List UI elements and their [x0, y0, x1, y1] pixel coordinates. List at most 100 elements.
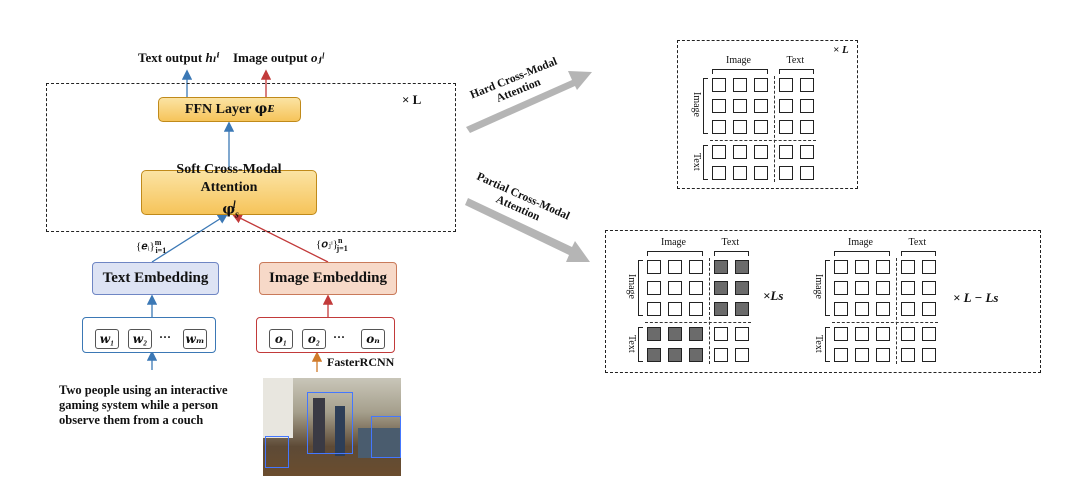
- attention-cell: [735, 348, 749, 362]
- attention-cell: [922, 327, 936, 341]
- attention-cell: [834, 260, 848, 274]
- attention-cell: [668, 260, 682, 274]
- masked-cell: [647, 348, 661, 362]
- attention-cell: [876, 302, 890, 316]
- image-column-label: Image: [848, 237, 873, 248]
- attention-cell: [754, 120, 768, 134]
- attention-cell: [668, 281, 682, 295]
- modality-divider-vertical: [708, 258, 710, 364]
- image-row-label: Image: [691, 92, 702, 117]
- attention-cell: [876, 327, 890, 341]
- image-column-bracket: [712, 69, 768, 74]
- attention-cell: [901, 281, 915, 295]
- modality-divider-horizontal: [645, 321, 751, 323]
- text-column-label: Text: [721, 237, 740, 248]
- attention-cell: [800, 99, 814, 113]
- image-token-ellipsis: ···: [333, 330, 346, 344]
- attention-cell: [735, 327, 749, 341]
- attention-cell: [922, 260, 936, 274]
- input-caption: Two people using an interactive gaming s…: [59, 383, 228, 427]
- attention-cell: [834, 348, 848, 362]
- modality-divider-vertical: [895, 258, 897, 364]
- text-column-bracket: [779, 69, 814, 74]
- attention-cell: [901, 260, 915, 274]
- text-token: 𝒘ₘ: [183, 329, 207, 349]
- image-embedding-box: Image Embedding: [259, 262, 397, 295]
- image-row-bracket: [825, 260, 830, 316]
- attention-cell: [779, 145, 793, 159]
- text-column-bracket: [901, 251, 936, 256]
- attention-cell: [712, 120, 726, 134]
- attention-cell: [922, 302, 936, 316]
- attention-cell: [876, 260, 890, 274]
- attention-cell: [834, 327, 848, 341]
- text-row-bracket: [703, 145, 708, 180]
- attention-cell: [647, 281, 661, 295]
- image-embedding-set-label: {𝒐ⱼᶦ}nj=1: [316, 236, 348, 253]
- masked-cell: [668, 348, 682, 362]
- attention-cell: [754, 78, 768, 92]
- attention-cell: [800, 145, 814, 159]
- attention-cell: [855, 260, 869, 274]
- image-token: 𝒐₁: [269, 329, 293, 349]
- attention-cell: [876, 348, 890, 362]
- image-output-label: Image output oⱼˡ: [233, 50, 324, 65]
- masked-cell: [689, 327, 703, 341]
- attention-cell: [712, 145, 726, 159]
- masked-cell: [735, 260, 749, 274]
- input-photo: [263, 378, 401, 476]
- image-row-bracket: [638, 260, 643, 316]
- attention-cell: [712, 99, 726, 113]
- attention-cell: [714, 327, 728, 341]
- attention-cell: [754, 99, 768, 113]
- partial-repeat-label-1: ×Ls: [763, 288, 784, 303]
- partial-attention-frame: [605, 230, 1041, 373]
- attention-cell: [647, 302, 661, 316]
- hard-repeat-label: × L: [833, 44, 849, 56]
- attention-cell: [834, 281, 848, 295]
- detector-label: FasterRCNN: [327, 355, 395, 369]
- masked-cell: [714, 260, 728, 274]
- text-output-label: Text output hₗⁱ: [138, 50, 220, 65]
- attention-cell: [733, 78, 747, 92]
- image-row-bracket: [703, 78, 708, 134]
- text-embedding-box: Text Embedding: [92, 262, 219, 295]
- attention-cell: [714, 348, 728, 362]
- text-column-bracket: [714, 251, 749, 256]
- attention-cell: [733, 120, 747, 134]
- text-token-ellipsis: ···: [159, 330, 172, 344]
- image-token-row: 𝒐₁ 𝒐₂ ··· 𝒐ₙ: [256, 317, 395, 353]
- attention-cell: [855, 302, 869, 316]
- attention-cell: [733, 145, 747, 159]
- image-row-label: Image: [626, 274, 637, 299]
- modality-divider-horizontal: [710, 139, 816, 141]
- hard-attention-frame: [677, 40, 858, 189]
- attention-cell: [668, 302, 682, 316]
- attention-cell: [754, 145, 768, 159]
- masked-cell: [714, 281, 728, 295]
- attention-cell: [689, 302, 703, 316]
- attention-cell: [922, 281, 936, 295]
- attention-cell: [800, 120, 814, 134]
- image-column-label: Image: [726, 55, 751, 66]
- attention-cell: [779, 166, 793, 180]
- attention-cell: [901, 348, 915, 362]
- masked-cell: [668, 327, 682, 341]
- partial-repeat-label-2: × L − Ls: [953, 290, 999, 305]
- attention-cell: [733, 166, 747, 180]
- attention-cell: [855, 348, 869, 362]
- text-row-bracket: [825, 327, 830, 362]
- attention-cell: [800, 78, 814, 92]
- text-token: 𝒘₂: [128, 329, 152, 349]
- image-token: 𝒐ₙ: [361, 329, 385, 349]
- text-token: 𝒘₁: [95, 329, 119, 349]
- attention-cell: [855, 281, 869, 295]
- image-column-bracket: [647, 251, 703, 256]
- attention-cell: [779, 120, 793, 134]
- image-column-label: Image: [661, 237, 686, 248]
- attention-cell: [901, 302, 915, 316]
- text-column-label: Text: [908, 237, 927, 248]
